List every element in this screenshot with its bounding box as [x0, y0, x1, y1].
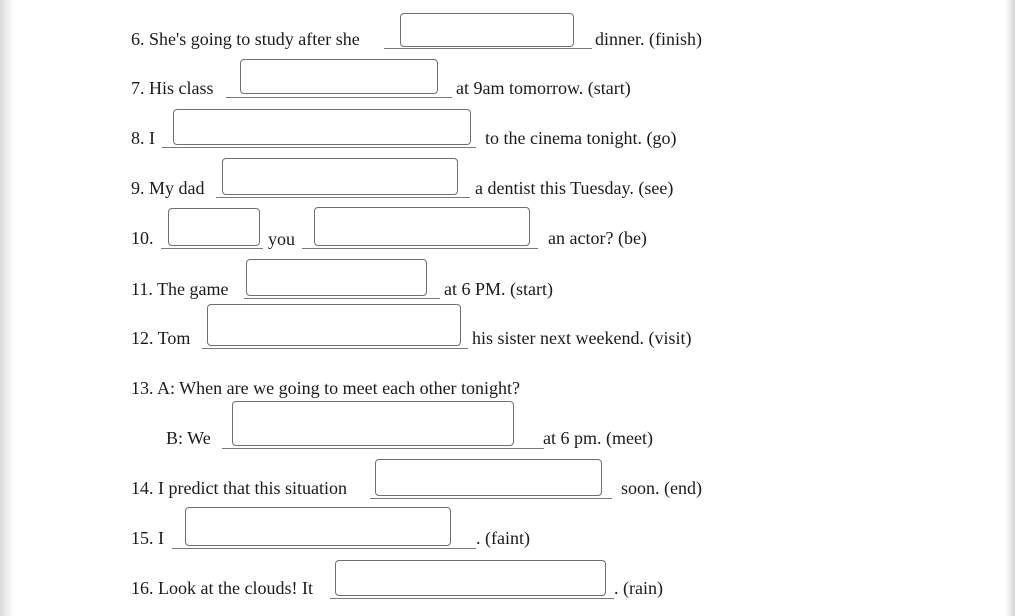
question-15-underline: [172, 548, 476, 549]
question-6-answer-box[interactable]: [400, 13, 574, 47]
question-8-lead: 8. I: [131, 128, 155, 148]
question-14-trail: soon. (end): [621, 478, 702, 498]
question-10-underline-2: [302, 248, 538, 249]
question-10-trail: an actor? (be): [548, 228, 647, 248]
question-11-answer-box[interactable]: [246, 259, 427, 296]
question-11-trail: at 6 PM. (start): [444, 279, 553, 299]
question-11-underline: [244, 298, 440, 299]
question-16-trail: . (rain): [614, 578, 663, 598]
question-12-answer-box[interactable]: [207, 304, 461, 346]
question-9-answer-box[interactable]: [222, 158, 458, 195]
question-13-underline: [222, 448, 544, 449]
question-10-lead: 10.: [131, 228, 154, 248]
question-15-lead: 15. I: [131, 528, 164, 548]
question-7-trail: at 9am tomorrow. (start): [456, 78, 631, 98]
question-9-lead: 9. My dad: [131, 178, 205, 198]
question-10-underline-1: [161, 248, 263, 249]
question-16-lead: 16. Look at the clouds! It: [131, 578, 313, 598]
question-8-answer-box[interactable]: [173, 109, 471, 145]
question-12-underline: [202, 348, 468, 349]
question-6-underline: [384, 48, 592, 49]
question-7-lead: 7. His class: [131, 78, 214, 98]
question-13-lead: B: We: [166, 428, 211, 448]
question-16-underline: [330, 598, 614, 599]
page-edge-left: [0, 0, 14, 616]
question-10-answer-box-1[interactable]: [168, 208, 260, 246]
question-13-trail: at 6 pm. (meet): [543, 428, 653, 448]
question-7-underline: [226, 97, 452, 98]
question-9-underline: [216, 197, 470, 198]
question-6-trail: dinner. (finish): [595, 29, 702, 49]
question-8-underline: [162, 147, 476, 148]
question-12-trail: his sister next weekend. (visit): [472, 328, 692, 348]
question-13-question: 13. A: When are we going to meet each ot…: [131, 378, 521, 398]
question-11-lead: 11. The game: [131, 279, 229, 299]
question-14-answer-box[interactable]: [375, 459, 602, 496]
question-16-answer-box[interactable]: [335, 560, 606, 596]
question-8-trail: to the cinema tonight. (go): [485, 128, 677, 148]
question-13-answer-box[interactable]: [232, 401, 514, 446]
question-7-answer-box[interactable]: [240, 59, 438, 94]
question-14-lead: 14. I predict that this situation: [131, 478, 347, 498]
question-14-underline: [370, 498, 612, 499]
question-15-trail: . (faint): [476, 528, 530, 548]
question-9-trail: a dentist this Tuesday. (see): [475, 178, 674, 198]
page-edge-right: [1005, 0, 1015, 616]
question-10-answer-box-2[interactable]: [314, 207, 530, 246]
question-12-lead: 12. Tom: [131, 328, 191, 348]
question-10-middle: you: [268, 229, 295, 249]
question-6-lead: 6. She's going to study after she: [131, 29, 360, 49]
question-15-answer-box[interactable]: [185, 507, 451, 546]
